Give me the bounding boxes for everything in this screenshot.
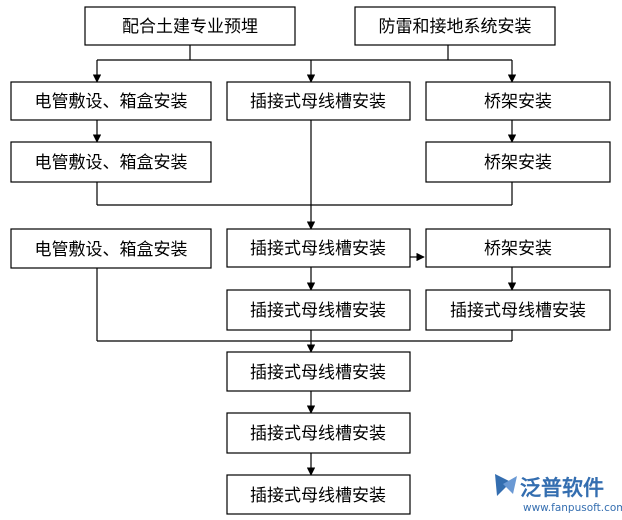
box-label: 电管敷设、箱盒安装: [35, 240, 188, 260]
box-tray-3: 桥架安装: [425, 228, 611, 268]
box-conduit-2: 电管敷设、箱盒安装: [10, 141, 212, 183]
box-tray-1: 桥架安装: [425, 81, 611, 121]
box-label: 插接式母线槽安装: [250, 301, 386, 321]
box-label: 插接式母线槽安装: [250, 486, 386, 506]
box-label: 电管敷设、箱盒安装: [35, 92, 188, 112]
box-label: 桥架安装: [484, 153, 552, 173]
watermark-brand: 泛普软件: [520, 476, 604, 500]
box-label: 插接式母线槽安装: [250, 239, 386, 259]
box-label: 电管敷设、箱盒安装: [35, 153, 188, 173]
watermark: 泛普软件 www.fanpusoft.com: [495, 474, 622, 514]
watermark-url: www.fanpusoft.com: [523, 502, 622, 514]
box-civil: 配合土建专业预埋: [84, 6, 296, 46]
box-busway-1: 插接式母线槽安装: [226, 81, 411, 121]
connectors: [92, 45, 517, 476]
box-label: 插接式母线槽安装: [250, 363, 386, 383]
box-lightning: 防雷和接地系统安装: [354, 6, 556, 46]
fanpu-logo-icon: [495, 474, 517, 496]
box-label: 桥架安装: [484, 92, 552, 112]
box-label: 配合土建专业预埋: [122, 17, 258, 37]
box-busway-6: 插接式母线槽安装: [226, 412, 411, 454]
box-label: 插接式母线槽安装: [250, 92, 386, 112]
box-label: 桥架安装: [484, 239, 552, 259]
box-busway-3: 插接式母线槽安装: [226, 289, 411, 331]
box-busway-4: 插接式母线槽安装: [425, 289, 611, 331]
box-busway-2: 插接式母线槽安装: [226, 228, 411, 268]
box-label: 插接式母线槽安装: [250, 424, 386, 444]
box-conduit-1: 电管敷设、箱盒安装: [10, 81, 212, 121]
box-label: 防雷和接地系统安装: [379, 17, 532, 37]
box-busway-7: 插接式母线槽安装: [226, 474, 411, 515]
box-label: 插接式母线槽安装: [450, 301, 586, 321]
box-conduit-3: 电管敷设、箱盒安装: [10, 228, 212, 269]
box-busway-5: 插接式母线槽安装: [226, 351, 411, 392]
box-tray-2: 桥架安装: [425, 141, 611, 183]
